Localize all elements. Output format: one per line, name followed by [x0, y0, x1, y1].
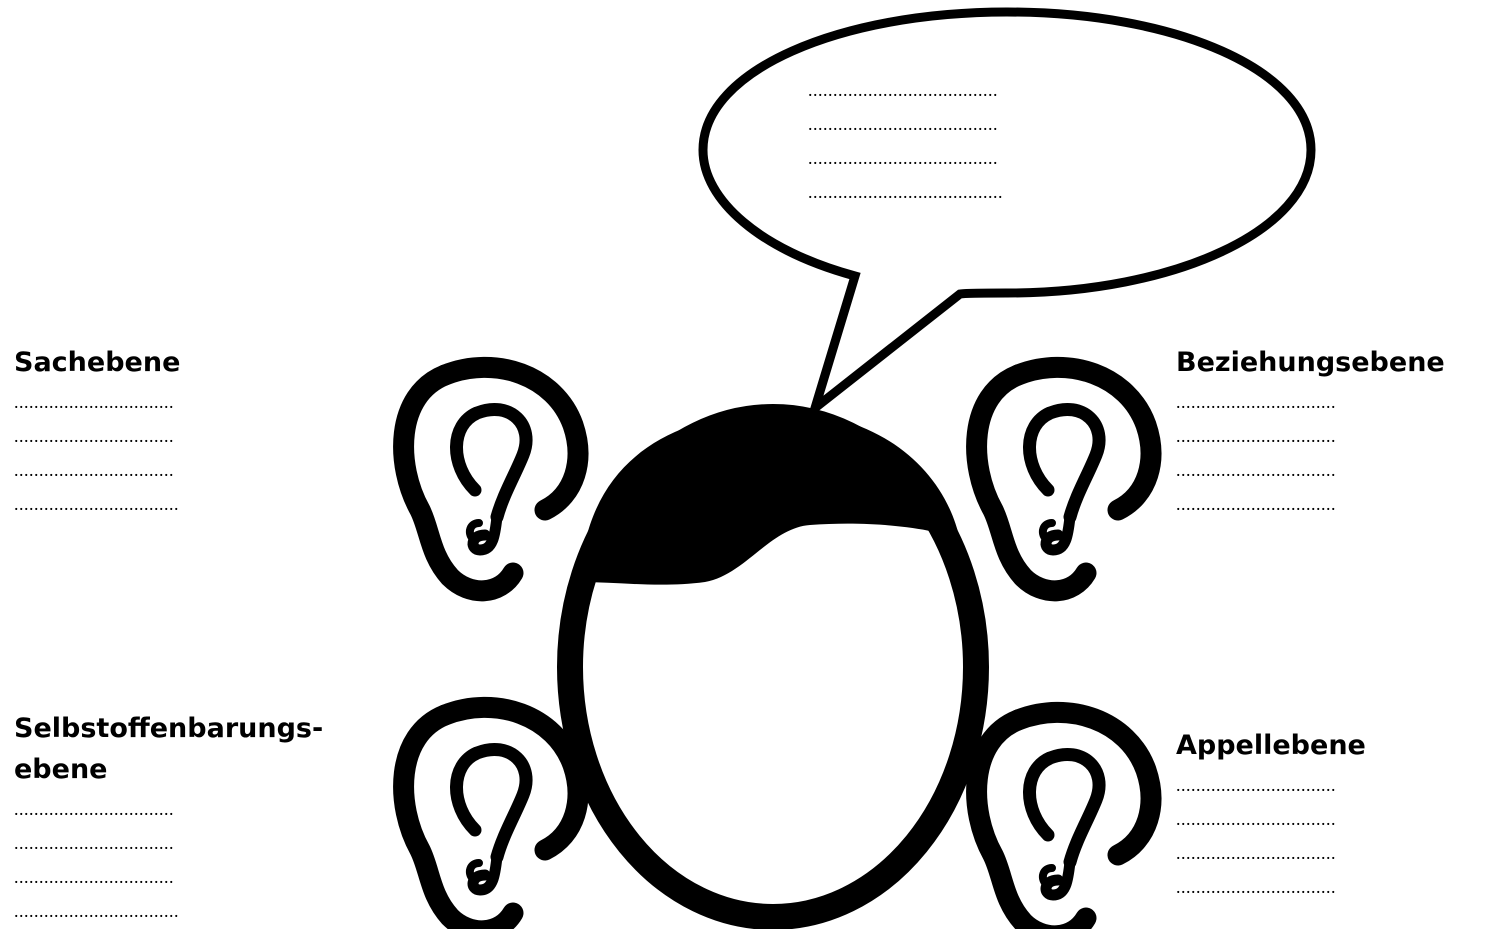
answer-line[interactable]: ................................: [14, 860, 359, 894]
panel-title: Selbstoffenbarungs-: [14, 708, 359, 749]
answer-line[interactable]: ................................: [1176, 802, 1492, 836]
panel-title: Appellebene: [1176, 725, 1492, 766]
answer-line[interactable]: ................................: [1176, 768, 1492, 802]
ear-bottom-left-icon: [404, 707, 578, 929]
bubble-line[interactable]: ......................................: [808, 73, 1192, 107]
bubble-line[interactable]: ......................................: [808, 107, 1192, 141]
answer-line[interactable]: ................................: [14, 419, 359, 453]
answer-line[interactable]: ................................: [1176, 385, 1492, 419]
answer-line[interactable]: ................................: [1176, 836, 1492, 870]
panel-title: Beziehungsebene: [1176, 342, 1492, 383]
ear-top-right-icon: [977, 367, 1151, 590]
answer-line[interactable]: ................................: [14, 453, 359, 487]
panel-title-continued: ebene: [14, 749, 359, 790]
answer-line[interactable]: .................................: [14, 894, 359, 928]
panel-title: Sachebene: [14, 342, 359, 383]
answer-line[interactable]: ................................: [14, 385, 359, 419]
bubble-line[interactable]: ......................................: [808, 141, 1192, 175]
answer-line[interactable]: ................................: [1176, 419, 1492, 453]
panel-selbstoffenbarungsebene: Selbstoffenbarungs- ebene ..............…: [14, 708, 359, 928]
bubble-line[interactable]: .....................................​..: [808, 175, 1192, 209]
answer-line[interactable]: .................................: [14, 487, 359, 521]
panel-sachebene: Sachebene ..............................…: [14, 342, 359, 521]
answer-line[interactable]: ................................: [1176, 453, 1492, 487]
answer-line[interactable]: ................................: [14, 792, 359, 826]
ear-bottom-right-icon: [977, 712, 1151, 929]
panel-beziehungsebene: Beziehungsebene ........................…: [1176, 342, 1492, 521]
answer-line[interactable]: ................................: [1176, 870, 1492, 904]
answer-line[interactable]: ................................: [14, 826, 359, 860]
ear-top-left-icon: [404, 367, 578, 590]
speech-bubble-lines: ...................................... .…: [808, 73, 1192, 209]
panel-appellebene: Appellebene ............................…: [1176, 725, 1492, 904]
answer-line[interactable]: ................................: [1176, 487, 1492, 521]
